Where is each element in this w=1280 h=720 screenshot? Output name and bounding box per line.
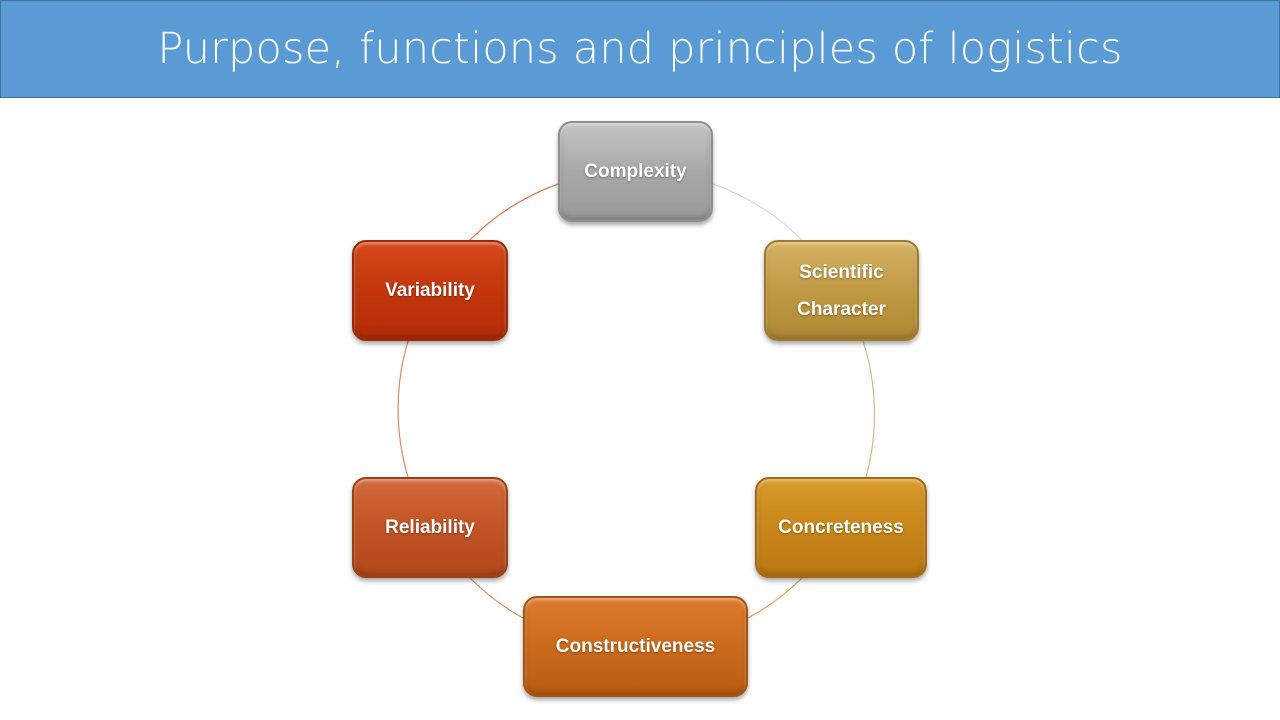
node-reliability: Reliability xyxy=(352,477,508,578)
node-concreteness-label: Concreteness xyxy=(778,517,904,538)
node-scientific-label-line2: Character xyxy=(797,298,886,320)
connector-variability-complexity xyxy=(469,183,559,241)
connector-scientific-concreteness xyxy=(862,340,876,478)
node-reliability-label: Reliability xyxy=(385,517,475,538)
node-constructiveness-label: Constructiveness xyxy=(555,636,716,657)
node-variability-label: Variability xyxy=(385,280,475,301)
node-constructiveness: Constructiveness xyxy=(523,596,748,697)
node-concreteness: Concreteness xyxy=(755,477,927,578)
node-complexity: Complexity xyxy=(558,121,713,222)
title-bar: Purpose, functions and principles of log… xyxy=(0,0,1280,98)
node-scientific-character: Scientific Character xyxy=(764,240,919,341)
connector-constructiveness-reliability xyxy=(469,577,524,619)
connector-concreteness-constructiveness xyxy=(747,577,803,619)
node-scientific-label-line1: Scientific xyxy=(799,261,884,283)
connector-complexity-scientific xyxy=(712,183,803,241)
connector-reliability-variability xyxy=(397,340,409,478)
node-complexity-label: Complexity xyxy=(584,161,687,182)
node-variability: Variability xyxy=(352,240,508,341)
slide-title: Purpose, functions and principles of log… xyxy=(157,24,1123,74)
